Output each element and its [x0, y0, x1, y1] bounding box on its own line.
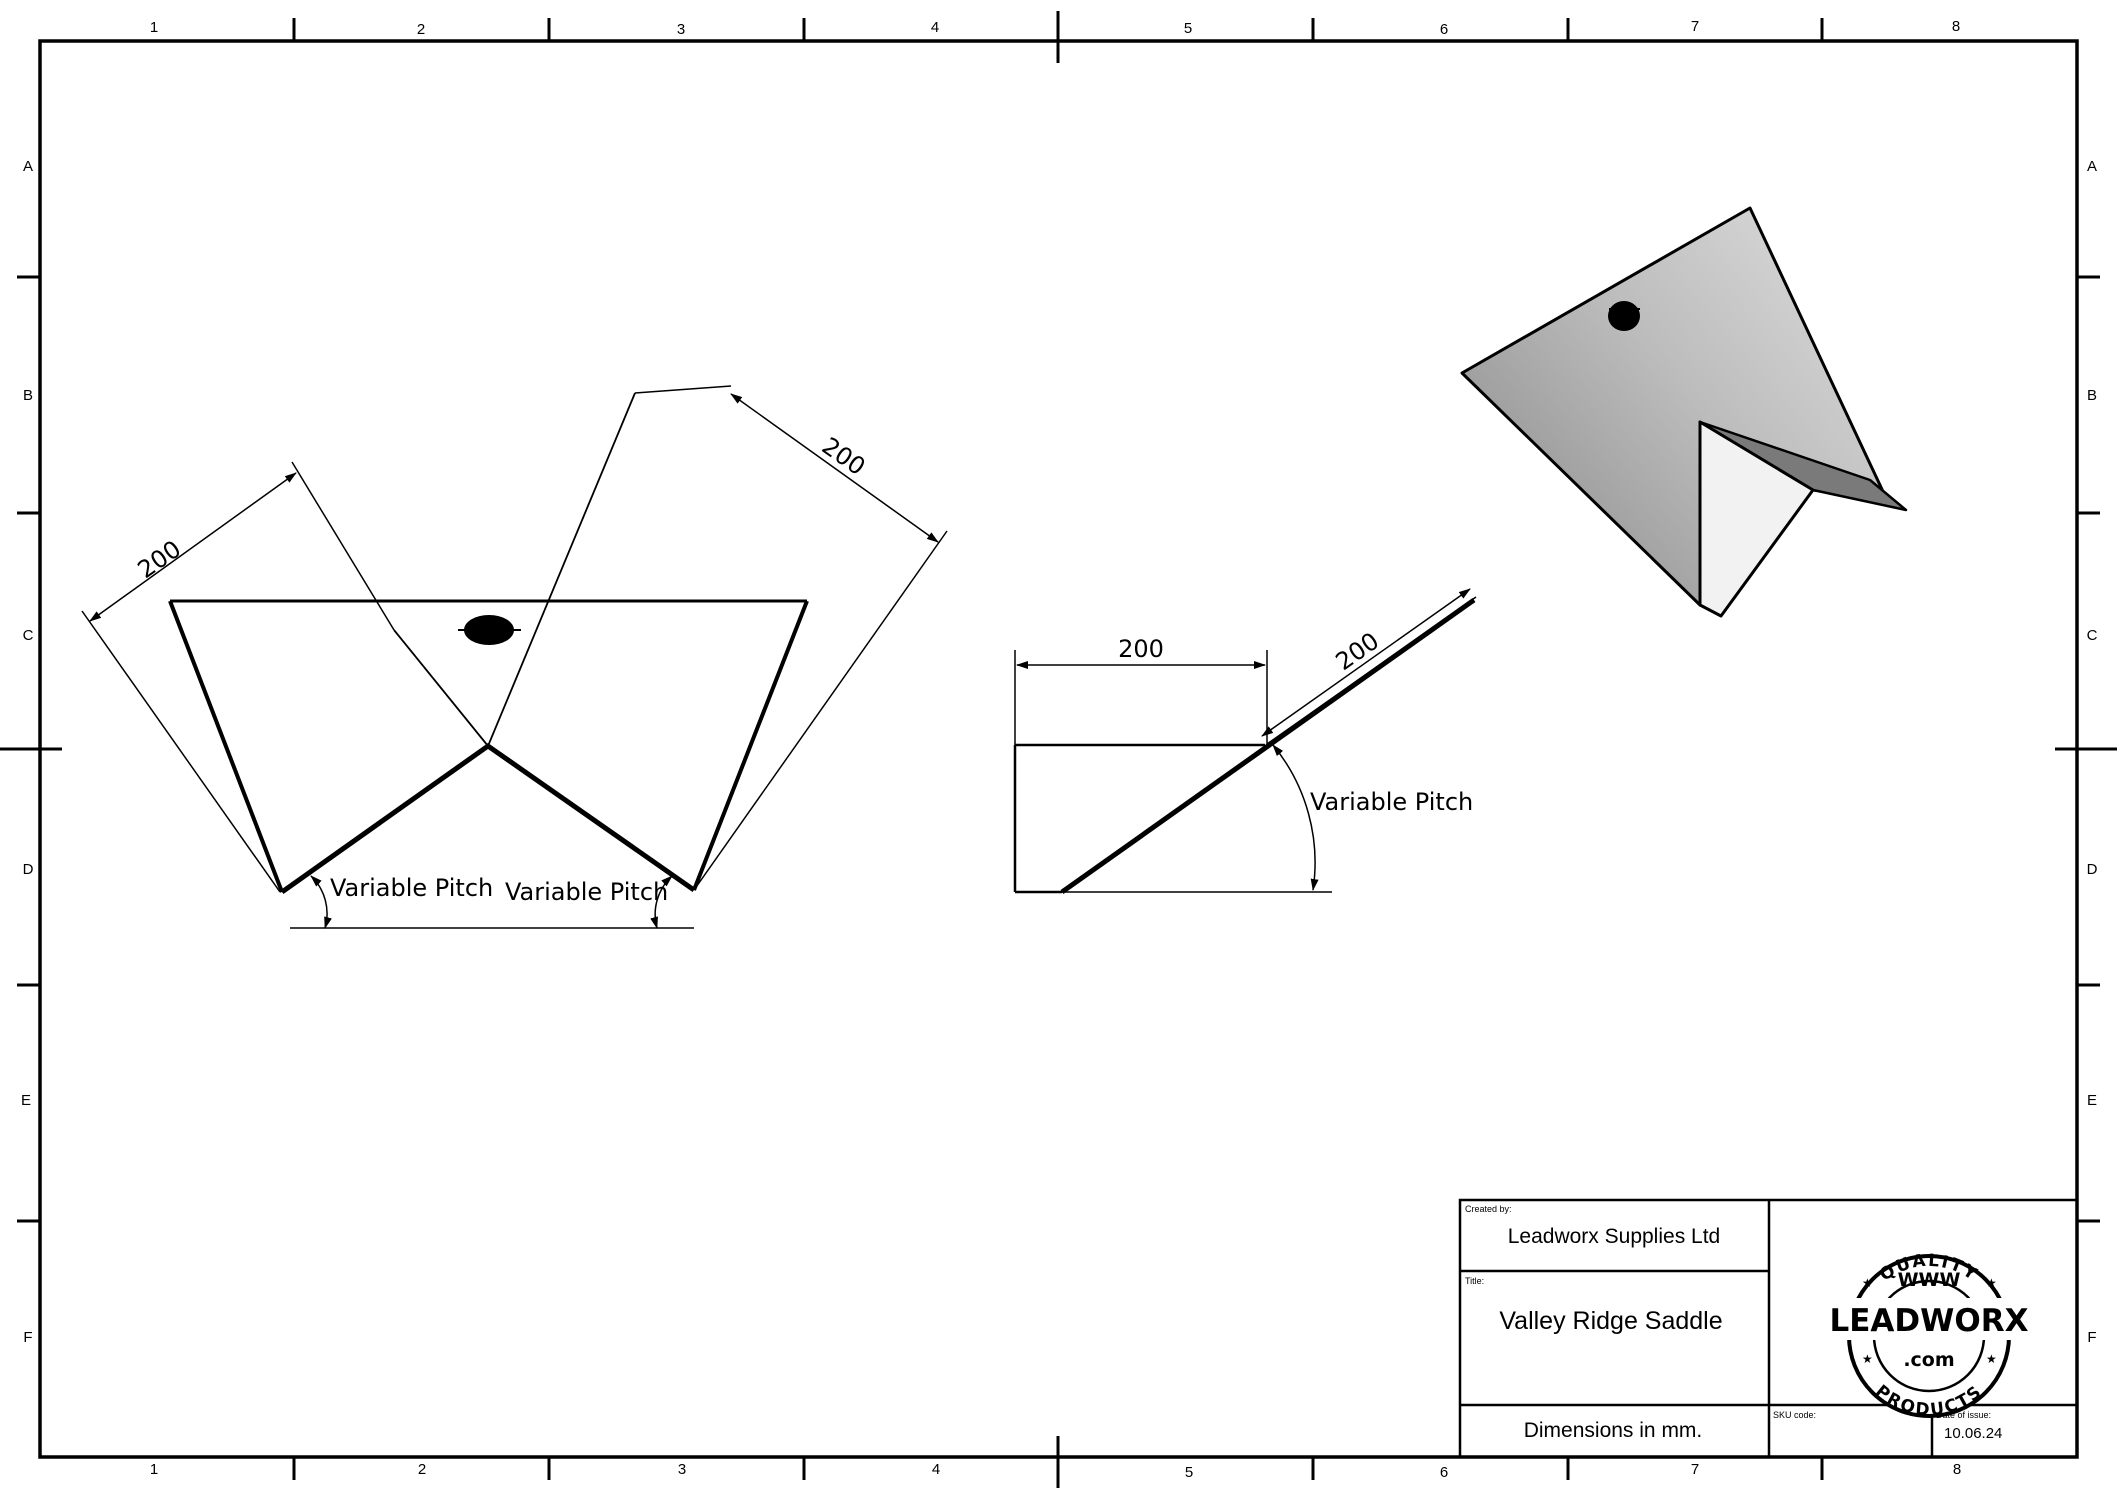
zone-col-6-bottom: 6: [1440, 1464, 1448, 1481]
logo-brand: LEADWORX: [1830, 1303, 2029, 1339]
title-block: Created by: Leadworx Supplies Ltd Title:…: [1458, 1198, 2079, 1459]
leadworx-logo: QUALITY PRODUCTS WWW LEADWORX .com ★ ★ ★…: [1829, 1251, 2029, 1420]
front-view-hole: [458, 615, 521, 645]
zone-row-c-left: C: [23, 627, 34, 644]
zone-col-4-bottom: 4: [932, 1461, 940, 1478]
side-slope-dimension: [1261, 588, 1477, 745]
zone-labels-top: 1 2 3 4 5 6 7 8: [150, 18, 1960, 38]
front-view: 200 200 Variable Pitch Variable Pitch: [81, 385, 948, 929]
front-view-outline: [168, 392, 809, 895]
logo-domain: .com: [1903, 1349, 1954, 1371]
zone-row-b-right: B: [2087, 387, 2097, 404]
zone-col-5-bottom: 5: [1185, 1464, 1193, 1481]
zone-labels-right: A B C D E F: [2087, 158, 2098, 1346]
zone-row-a-right: A: [2087, 158, 2097, 175]
side-angle-label: Variable Pitch: [1310, 788, 1473, 816]
logo-stars: ★ ★ ★ ★: [1862, 1276, 1997, 1366]
front-right-angle-label: Variable Pitch: [505, 878, 668, 906]
svg-text:★: ★: [1986, 1352, 1997, 1366]
zone-col-7-bottom: 7: [1691, 1461, 1699, 1478]
svg-text:★: ★: [1862, 1352, 1873, 1366]
zone-row-a-left: A: [23, 158, 33, 175]
zone-col-1-bottom: 1: [150, 1461, 158, 1478]
zone-row-b-left: B: [23, 387, 33, 404]
logo-www: WWW: [1898, 1269, 1961, 1291]
side-horizontal-label: 200: [1118, 635, 1164, 663]
zone-row-e-right: E: [2087, 1092, 2097, 1109]
zone-ticks: [0, 11, 2117, 1488]
date-value: 10.06.24: [1944, 1425, 2002, 1442]
front-left-length-label: 200: [133, 535, 187, 584]
zone-row-f-left: F: [23, 1329, 32, 1346]
zone-labels-bottom: 1 2 3 4 5 6 7 8: [150, 1461, 1961, 1481]
iso-hole: [1608, 301, 1640, 331]
zone-col-3-top: 3: [677, 21, 685, 38]
svg-text:★: ★: [1862, 1276, 1873, 1290]
created-by-label: Created by:: [1465, 1204, 1512, 1214]
side-view: 200 200 Variable Pitch: [1013, 588, 1477, 895]
front-left-angle-label: Variable Pitch: [330, 874, 493, 902]
zone-col-2-bottom: 2: [418, 1461, 426, 1478]
drawing-title: Valley Ridge Saddle: [1499, 1307, 1722, 1335]
front-left-dimension: [81, 461, 395, 893]
side-horizontal-dimension: [1014, 650, 1268, 745]
zone-col-5-top: 5: [1184, 20, 1192, 37]
sku-label: SKU code:: [1773, 1410, 1816, 1420]
title-block-grid: [1458, 1198, 2079, 1459]
zone-row-f-right: F: [2087, 1329, 2096, 1346]
zone-row-c-right: C: [2087, 627, 2098, 644]
zone-col-6-top: 6: [1440, 21, 1448, 38]
zone-row-d-right: D: [2087, 861, 2098, 878]
zone-col-8-top: 8: [1952, 18, 1960, 35]
date-label: Date of issue:: [1936, 1410, 1991, 1420]
title-label: Title:: [1465, 1276, 1484, 1286]
units-note: Dimensions in mm.: [1524, 1419, 1703, 1442]
zone-row-e-left: E: [21, 1092, 31, 1109]
isometric-view: [1460, 206, 1908, 618]
zone-row-d-left: D: [23, 861, 34, 878]
created-by-value: Leadworx Supplies Ltd: [1508, 1225, 1720, 1248]
zone-labels-left: A B C D E F: [21, 158, 34, 1346]
zone-col-7-top: 7: [1691, 18, 1699, 35]
front-pitch-annotations: [290, 875, 694, 929]
iso-fold-face: [1698, 420, 1815, 618]
iso-roof-face: [1460, 206, 1889, 607]
side-view-outline: [1013, 597, 1476, 895]
zone-col-3-bottom: 3: [678, 1461, 686, 1478]
zone-col-2-top: 2: [417, 21, 425, 38]
front-right-dimension: [634, 385, 948, 891]
side-pitch-annotation: [1062, 744, 1332, 893]
zone-col-1-top: 1: [150, 19, 158, 36]
zone-col-4-top: 4: [931, 19, 939, 36]
zone-col-8-bottom: 8: [1953, 1461, 1961, 1478]
svg-text:★: ★: [1986, 1276, 1997, 1290]
